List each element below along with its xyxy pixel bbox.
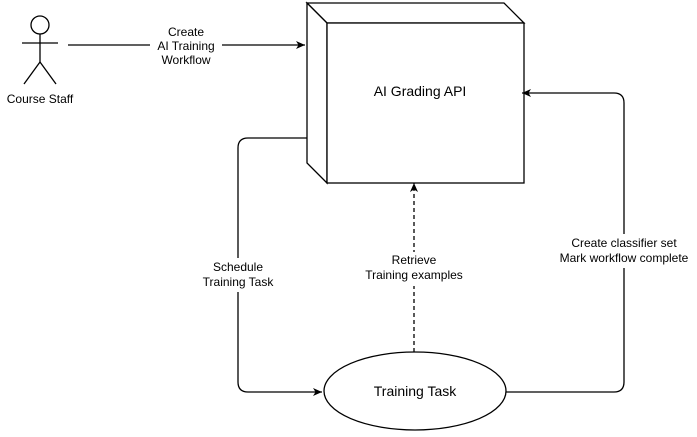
- create-workflow-label-bg: [150, 22, 222, 68]
- training-task-node: [323, 351, 507, 431]
- api-box-top: [305, 2, 526, 24]
- create-workflow-label-3: Workflow: [161, 53, 210, 67]
- actor-right-leg: [39, 61, 57, 85]
- actor-label: Course Staff: [7, 92, 74, 106]
- course-staff-actor: [22, 15, 58, 85]
- create-workflow-label-2: AI Training: [157, 39, 214, 53]
- complete-label-2: Mark workflow complete: [560, 251, 689, 265]
- schedule-label-2: Training Task: [203, 275, 275, 289]
- retrieve-label-2: Training examples: [365, 268, 463, 282]
- create-workflow-label-1: Create: [168, 25, 204, 39]
- training-task-label: Training Task: [374, 383, 457, 399]
- schedule-label-1: Schedule: [213, 260, 263, 274]
- ai-grading-api-node: [305, 1, 526, 185]
- api-box-front: [326, 22, 525, 184]
- complete-label-1: Create classifier set: [571, 236, 677, 250]
- api-box-side: [306, 1, 328, 185]
- retrieve-label-bg: [358, 252, 470, 286]
- api-label: AI Grading API: [374, 83, 467, 99]
- complete-label-bg: [554, 234, 694, 268]
- actor-head: [30, 15, 50, 35]
- schedule-label-bg: [190, 258, 286, 292]
- actor-left-leg: [23, 61, 41, 85]
- retrieve-label-1: Retrieve: [392, 253, 437, 267]
